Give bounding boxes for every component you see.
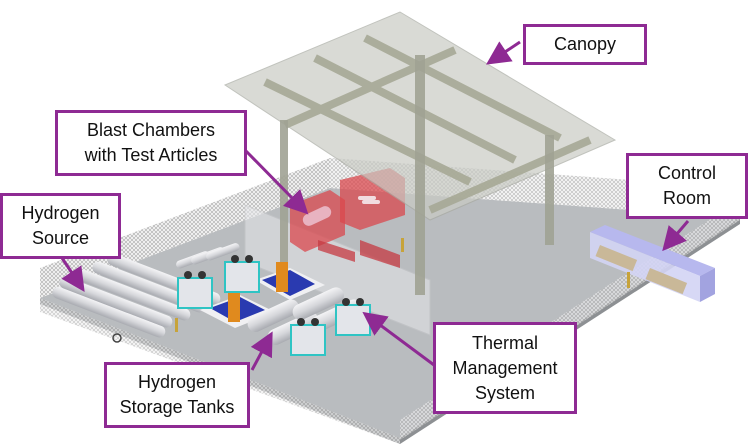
canopy [223,11,617,295]
callout-control-room: Control Room [626,153,748,219]
callout-control-room-text: Control Room [657,163,717,208]
callout-hydrogen-storage-tanks-text: Hydrogen Storage Tanks [119,372,235,417]
control-room-building [590,225,715,302]
arrow-canopy [486,40,521,65]
blast-chambers [290,168,405,268]
pump-skids [200,262,325,328]
arrow-control-room [662,220,690,252]
people [175,238,630,332]
small-tanks [176,243,240,269]
thermal-units [177,255,371,356]
callout-hydrogen-storage-tanks: Hydrogen Storage Tanks [104,362,250,428]
arrow-hydrogen-source [60,257,85,292]
test-article-cylinder [302,206,332,226]
arrow-thermal-management [362,311,435,367]
arrow-blast-chambers [243,148,309,215]
callout-hydrogen-source: Hydrogen Source [0,193,121,259]
callout-thermal-management: Thermal Management System [433,322,577,414]
callout-blast-chambers: Blast Chambers with Test Articles [55,110,247,176]
test-article-pipes [358,196,380,204]
callout-arrows [60,40,690,371]
callout-canopy-text: Canopy [553,34,617,54]
callout-hydrogen-source-text: Hydrogen Source [21,203,100,248]
arrow-hydrogen-storage-tanks [250,331,273,371]
callout-canopy: Canopy [523,24,647,65]
callout-blast-chambers-text: Blast Chambers with Test Articles [84,120,218,165]
callout-thermal-management-text: Thermal Management System [452,332,558,403]
